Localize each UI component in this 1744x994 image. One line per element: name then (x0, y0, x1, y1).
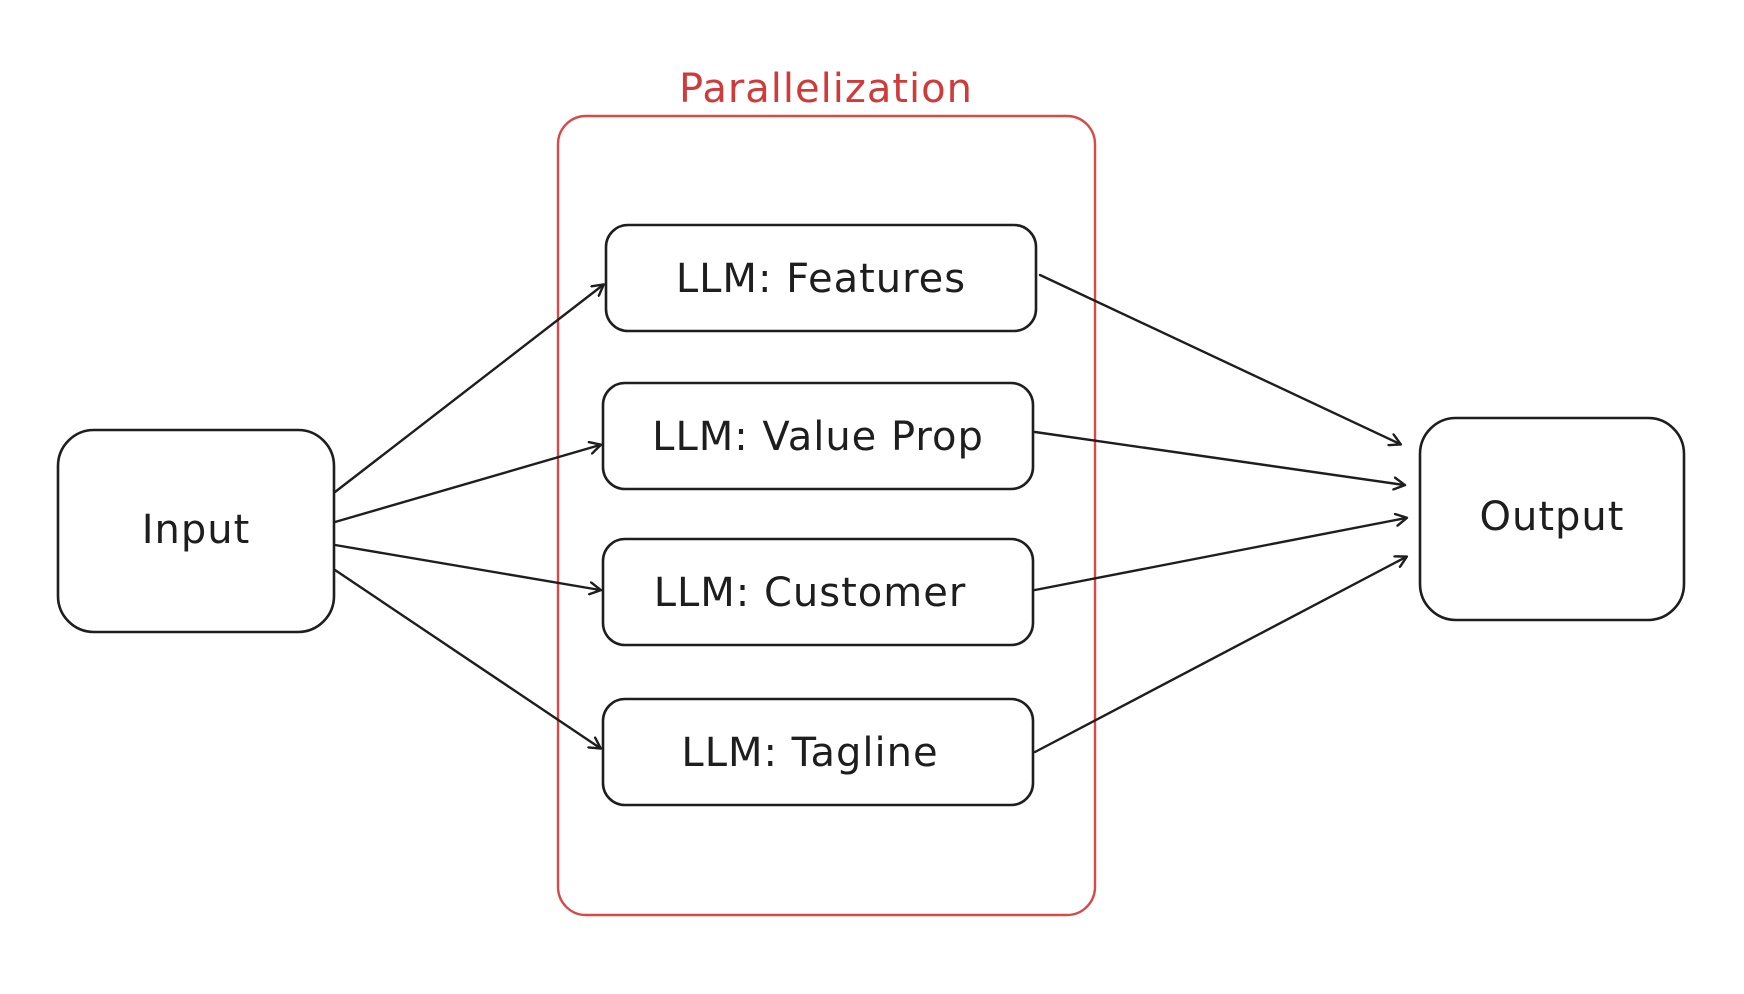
node-output[interactable]: Output (1418, 416, 1686, 622)
node-llm-value-prop-box (601, 381, 1035, 491)
node-llm-features[interactable]: LLM: Features (604, 223, 1038, 333)
node-llm-features-box (604, 223, 1038, 333)
edge-llm-value-prop-to-output (1033, 430, 1404, 485)
edge-input-to-llm-value-prop (333, 445, 600, 524)
node-llm-features-label: LLM: Features (676, 256, 966, 302)
node-llm-customer-box (601, 537, 1035, 647)
node-output-label: Output (1480, 494, 1625, 540)
node-input-label: Input (142, 507, 251, 553)
node-llm-customer[interactable]: LLM: Customer (601, 537, 1035, 647)
parallelization-group-border (556, 114, 1097, 917)
edges-input-to-llms (333, 285, 603, 748)
edge-input-to-llm-tagline (333, 568, 600, 748)
node-llm-tagline[interactable]: LLM: Tagline (601, 697, 1035, 807)
edge-input-to-llm-customer (333, 543, 600, 590)
node-llm-tagline-box (601, 697, 1035, 807)
edge-llm-customer-to-output (1033, 518, 1406, 592)
node-output-box (1418, 416, 1686, 622)
node-input-box (56, 428, 336, 634)
edges-llms-to-output (1033, 273, 1406, 754)
node-llm-customer-label: LLM: Customer (654, 570, 967, 616)
node-llm-tagline-label: LLM: Tagline (681, 730, 938, 776)
node-input[interactable]: Input (56, 428, 336, 634)
node-llm-value-prop-label: LLM: Value Prop (652, 414, 984, 460)
edge-input-to-llm-features (333, 285, 603, 494)
edge-llm-features-to-output (1038, 273, 1400, 444)
node-llm-value-prop[interactable]: LLM: Value Prop (601, 381, 1035, 491)
parallelization-group: Parallelization (556, 66, 1097, 917)
edge-llm-tagline-to-output (1033, 557, 1406, 754)
group-title: Parallelization (679, 66, 973, 112)
